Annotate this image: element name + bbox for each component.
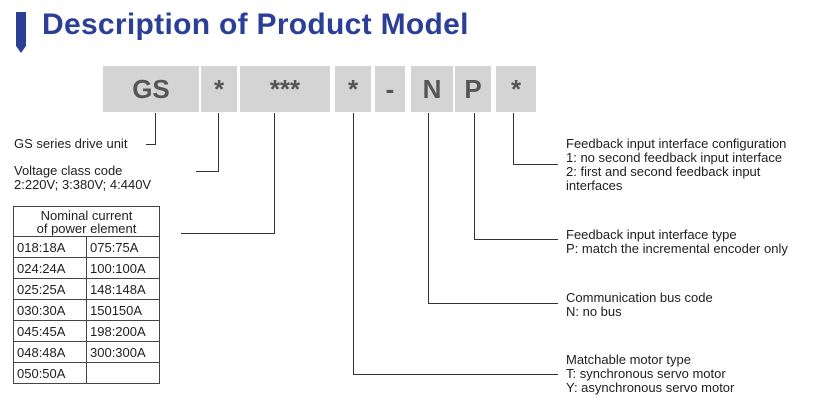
label-bus-title: Communication bus code — [566, 290, 713, 305]
connector-series-v — [155, 113, 156, 145]
connector-current-v — [274, 113, 275, 234]
connector-bus-v — [428, 113, 429, 304]
connector-feedback-config-v — [513, 113, 514, 165]
code-cell-motor: * — [335, 66, 371, 112]
table-cell: 025:25A — [13, 278, 87, 300]
label-feedback-config-3: interfaces — [566, 178, 623, 193]
table-cell: 300:300A — [86, 341, 160, 363]
current-table-header: Nominal current of power element — [13, 206, 160, 237]
current-table-header-line2: of power element — [36, 221, 137, 236]
table-cell: 198:200A — [86, 320, 160, 342]
current-table-header-line1: Nominal current — [40, 208, 133, 223]
code-cell-feedback-config: * — [496, 66, 536, 112]
table-row: 024:24A 100:100A — [13, 257, 160, 279]
label-feedback-type-p: P: match the incremental encoder only — [566, 241, 788, 256]
label-motor-t: T: synchronous servo motor — [566, 366, 726, 381]
connector-motor-h — [353, 374, 558, 375]
current-table-header-row: Nominal current of power element — [13, 206, 160, 237]
code-cell-current: *** — [240, 66, 330, 112]
label-voltage-values: 2:220V; 3:380V; 4:440V — [14, 177, 152, 192]
label-feedback-config-2: 2: first and second feedback input — [566, 164, 761, 179]
table-cell — [86, 362, 160, 384]
code-cell-dash: - — [375, 66, 405, 112]
table-row: 050:50A — [13, 362, 160, 384]
connector-feedback-type-v — [474, 113, 475, 240]
table-cell: 075:75A — [86, 236, 160, 258]
label-voltage-title: Voltage class code — [14, 163, 123, 178]
connector-feedback-type-h — [474, 239, 558, 240]
table-cell: 148:148A — [86, 278, 160, 300]
connector-voltage-h — [196, 171, 219, 172]
connector-series-h — [146, 144, 156, 145]
table-row: 025:25A 148:148A — [13, 278, 160, 300]
connector-bus-h — [428, 303, 558, 304]
label-bus-n: N: no bus — [566, 304, 622, 319]
label-feedback-config-1: 1: no second feedback input interface — [566, 150, 783, 165]
connector-voltage-v — [218, 113, 219, 172]
table-row: 045:45A 198:200A — [13, 320, 160, 342]
table-cell: 100:100A — [86, 257, 160, 279]
current-table: Nominal current of power element 018:18A… — [13, 206, 160, 384]
table-cell: 030:30A — [13, 299, 87, 321]
label-feedback-type-title: Feedback input interface type — [566, 227, 737, 242]
label-feedback-config-title: Feedback input interface configuration — [566, 136, 787, 151]
table-cell: 048:48A — [13, 341, 87, 363]
code-cell-feedback-type: P — [455, 66, 491, 112]
table-cell: 018:18A — [13, 236, 87, 258]
table-cell: 024:24A — [13, 257, 87, 279]
table-cell: 150150A — [86, 299, 160, 321]
connector-feedback-config-h — [513, 164, 558, 165]
connector-current-h — [181, 233, 275, 234]
table-row: 048:48A 300:300A — [13, 341, 160, 363]
table-cell: 045:45A — [13, 320, 87, 342]
code-cell-bus: N — [411, 66, 453, 112]
table-row: 030:30A 150150A — [13, 299, 160, 321]
page-title: Description of Product Model — [42, 8, 469, 41]
code-cell-series: GS — [103, 66, 199, 112]
title-accent-bar — [16, 12, 26, 53]
table-row: 018:18A 075:75A — [13, 236, 160, 258]
code-cell-voltage: * — [201, 66, 237, 112]
label-motor-title: Matchable motor type — [566, 352, 692, 367]
connector-motor-v — [353, 113, 354, 375]
table-cell: 050:50A — [13, 362, 87, 384]
label-series: GS series drive unit — [14, 136, 128, 151]
label-motor-y: Y: asynchronous servo motor — [566, 380, 735, 395]
